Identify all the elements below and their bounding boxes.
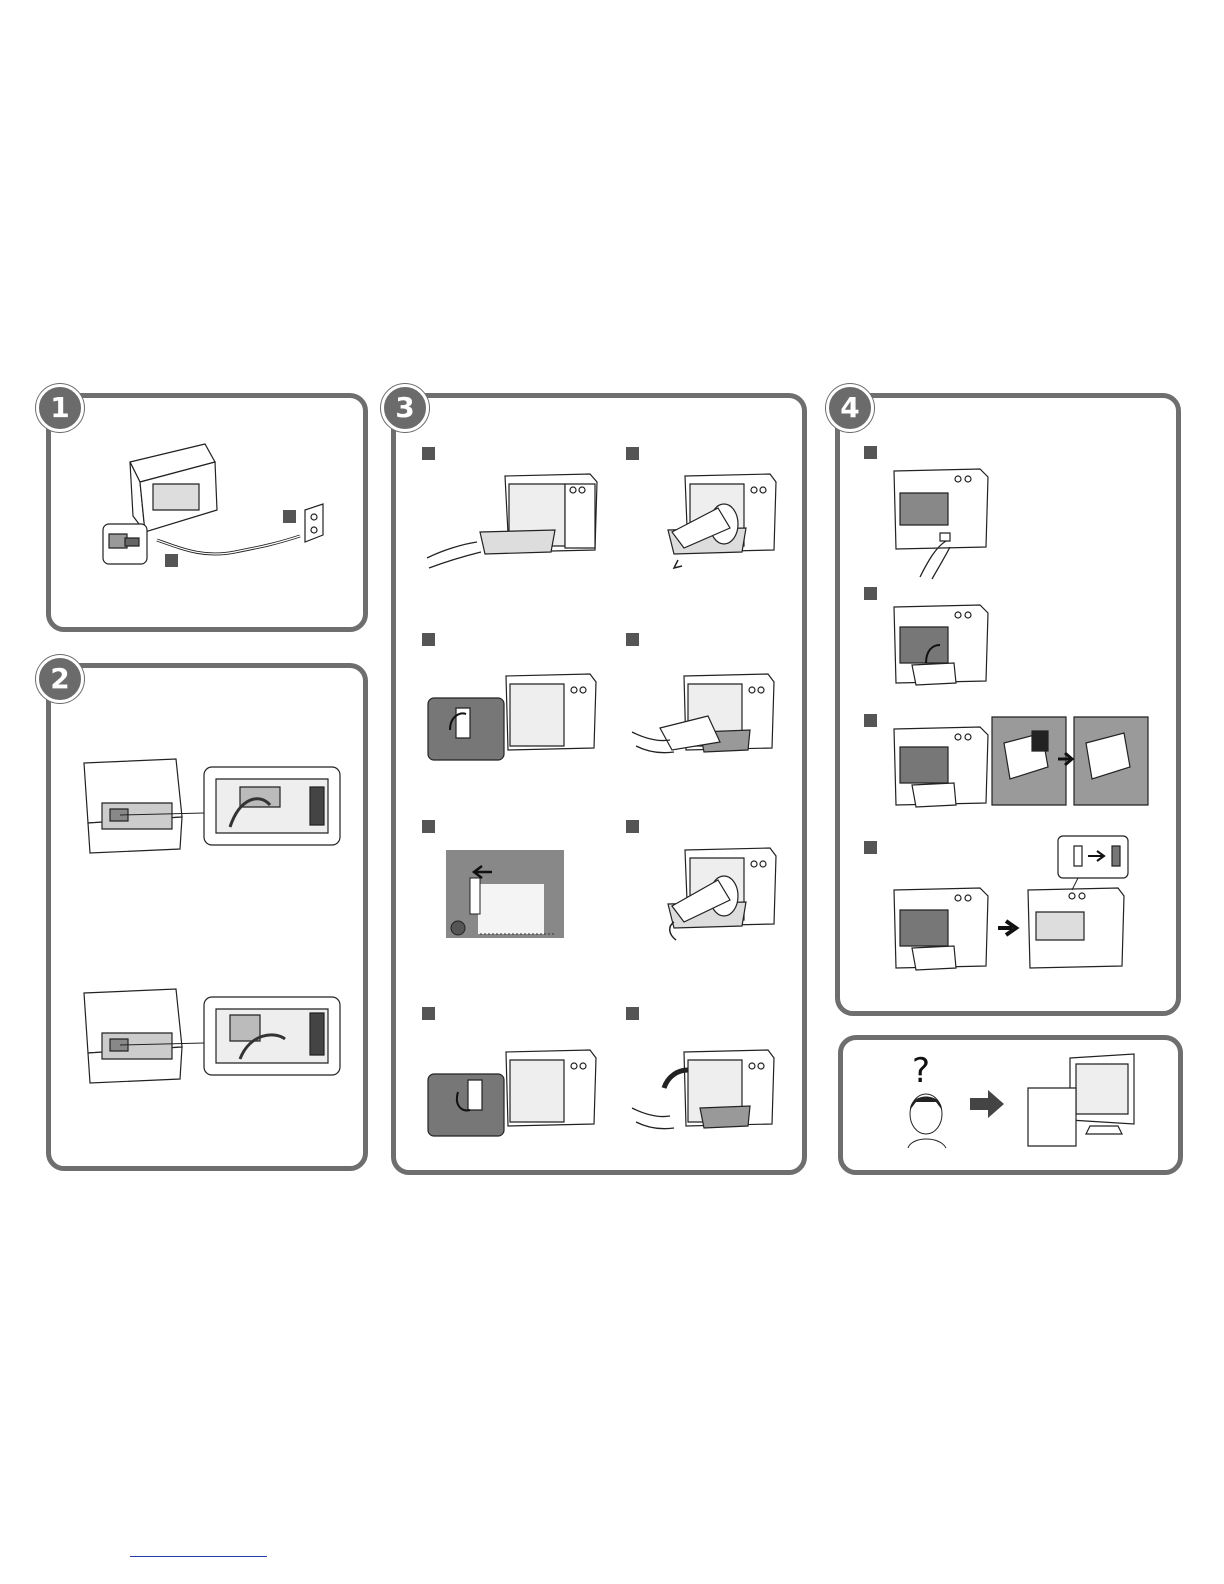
printer-back-connector-illustration-1 [80,757,342,857]
step-4c-marker [864,714,877,727]
release-lever-illustration [428,672,598,764]
step-3g-marker [422,1007,435,1020]
adjust-paper-guide-illustration [446,850,564,940]
step-1-badge: 1 [36,384,84,432]
step-4d-marker [864,841,877,854]
step-4-badge: 4 [826,384,874,432]
footer-link-underline[interactable] [130,1556,267,1557]
step-3h-marker [626,1007,639,1020]
step-3c-marker [422,633,435,646]
question-mark-icon: ? [912,1051,930,1091]
lock-lever-illustration [428,1048,598,1140]
printer-power-cable-illustration [95,440,335,570]
close-cover-led-illustration [892,832,1130,978]
step-2-badge: 2 [36,655,84,703]
step-3f-marker [626,820,639,833]
panel-step-2-connect [46,663,368,1171]
insert-paper-roll-illustration [650,472,780,572]
close-roll-holder-illustration [650,846,780,942]
open-ink-cover-illustration [892,603,992,687]
next-arrow-icon [970,1090,1004,1118]
step-3b-marker [626,447,639,460]
step-3a-marker [422,447,435,460]
step-4b-marker [864,587,877,600]
step-3e-marker [422,820,435,833]
confused-person-icon: ? [896,1052,958,1150]
close-paper-cover-illustration [630,1048,780,1140]
printer-back-connector-illustration-2 [80,987,342,1087]
install-ink-cartridge-illustration [892,717,1148,811]
pull-paper-out-illustration [630,672,780,764]
step-3-badge: 3 [381,384,429,432]
step-4a-marker [864,446,877,459]
open-paper-cover-illustration [425,472,600,572]
step-3d-marker [626,633,639,646]
press-ink-cover-button-illustration [892,467,992,579]
computer-support-icon [1028,1054,1138,1148]
